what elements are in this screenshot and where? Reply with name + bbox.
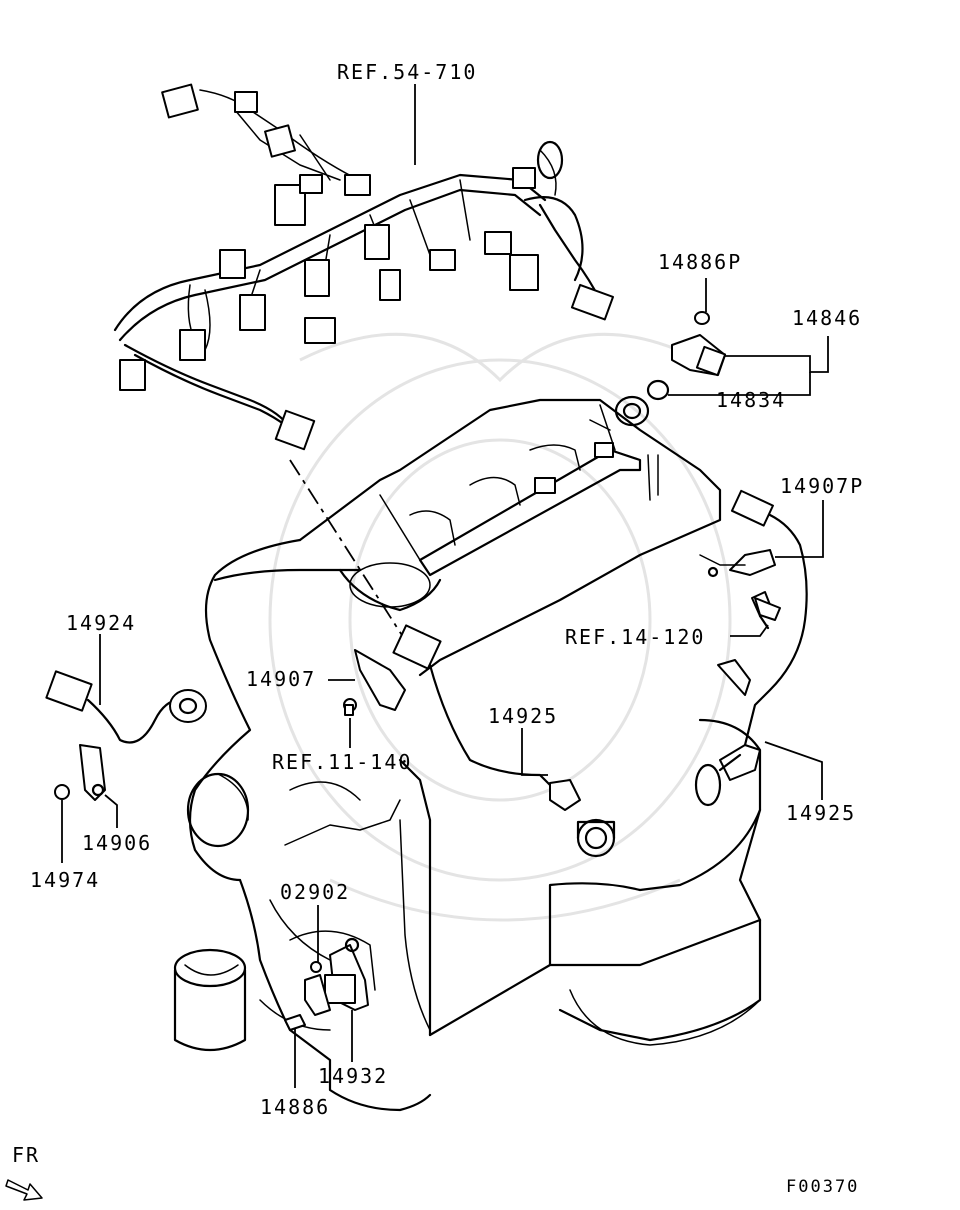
label-14846: 14846 bbox=[792, 306, 862, 330]
knock-sensor bbox=[45, 670, 207, 801]
watermark bbox=[268, 332, 732, 922]
label-14932: 14932 bbox=[318, 1064, 388, 1088]
label-ref-11-140: REF.11-140 bbox=[272, 750, 412, 774]
label-14925-left: 14925 bbox=[488, 704, 558, 728]
crank-position-sensor bbox=[284, 937, 369, 1031]
oxygen-sensor-left bbox=[343, 624, 581, 811]
wiring-harness bbox=[113, 83, 615, 641]
label-14907P: 14907P bbox=[780, 474, 864, 498]
front-label: FR bbox=[12, 1143, 40, 1167]
cam-position-sensor bbox=[646, 311, 727, 401]
label-14886: 14886 bbox=[260, 1095, 330, 1119]
oxygen-sensor-right bbox=[694, 597, 781, 807]
callout-lines bbox=[61, 84, 829, 1088]
label-14924: 14924 bbox=[66, 611, 136, 635]
label-14907: 14907 bbox=[246, 667, 316, 691]
label-14925-right: 14925 bbox=[786, 801, 856, 825]
label-ref-harness: REF.54-710 bbox=[337, 60, 477, 84]
label-14886P: 14886P bbox=[658, 250, 742, 274]
label-ref-14-120: REF.14-120 bbox=[565, 625, 705, 649]
label-14834: 14834 bbox=[716, 388, 786, 412]
label-14906: 14906 bbox=[82, 831, 152, 855]
part-labels: REF.54-710 14886P 14846 14834 14907P REF… bbox=[30, 60, 864, 1119]
engine-block bbox=[173, 395, 762, 1112]
figure-code: F00370 bbox=[786, 1177, 859, 1197]
front-direction-indicator: FR bbox=[5, 1143, 43, 1201]
label-02902: 02902 bbox=[280, 880, 350, 904]
front-direction-arrow-icon bbox=[5, 1179, 43, 1201]
label-14974: 14974 bbox=[30, 868, 100, 892]
